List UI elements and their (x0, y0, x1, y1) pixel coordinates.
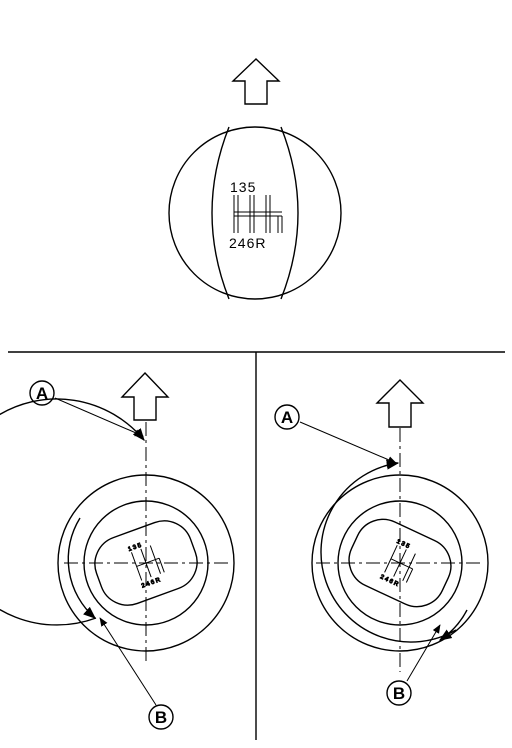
left-label-a: A (29, 380, 55, 406)
svg-text:B: B (155, 708, 167, 727)
svg-text:2 4 6 R: 2 4 6 R (379, 574, 400, 588)
left-label-b: B (148, 704, 174, 730)
gear-row-bottom: 246R (229, 235, 266, 251)
front-direction-arrow-icon (231, 58, 281, 105)
right-view: 1 3 5 2 4 6 R A B (274, 379, 489, 706)
svg-text:A: A (281, 408, 293, 427)
svg-text:B: B (393, 684, 405, 703)
svg-text:1 3 5: 1 3 5 (395, 539, 410, 550)
right-front-arrow-icon (375, 379, 425, 428)
svg-text:A: A (36, 384, 48, 403)
svg-text:2 4 6 R: 2 4 6 R (141, 577, 162, 589)
shift-knob: 135 246R (168, 126, 342, 300)
shift-pattern-icon (233, 195, 283, 233)
top-section: 135 246R (168, 58, 342, 300)
gear-row-top: 135 (230, 179, 256, 195)
left-view: 1 3 5 2 4 6 R A B (0, 371, 235, 730)
svg-text:1 3 5: 1 3 5 (128, 543, 143, 553)
left-front-arrow-icon (120, 371, 170, 421)
left-shift-pattern-icon: 1 3 5 2 4 6 R (127, 542, 165, 590)
right-label-b: B (386, 680, 412, 706)
right-label-a: A (274, 404, 300, 430)
